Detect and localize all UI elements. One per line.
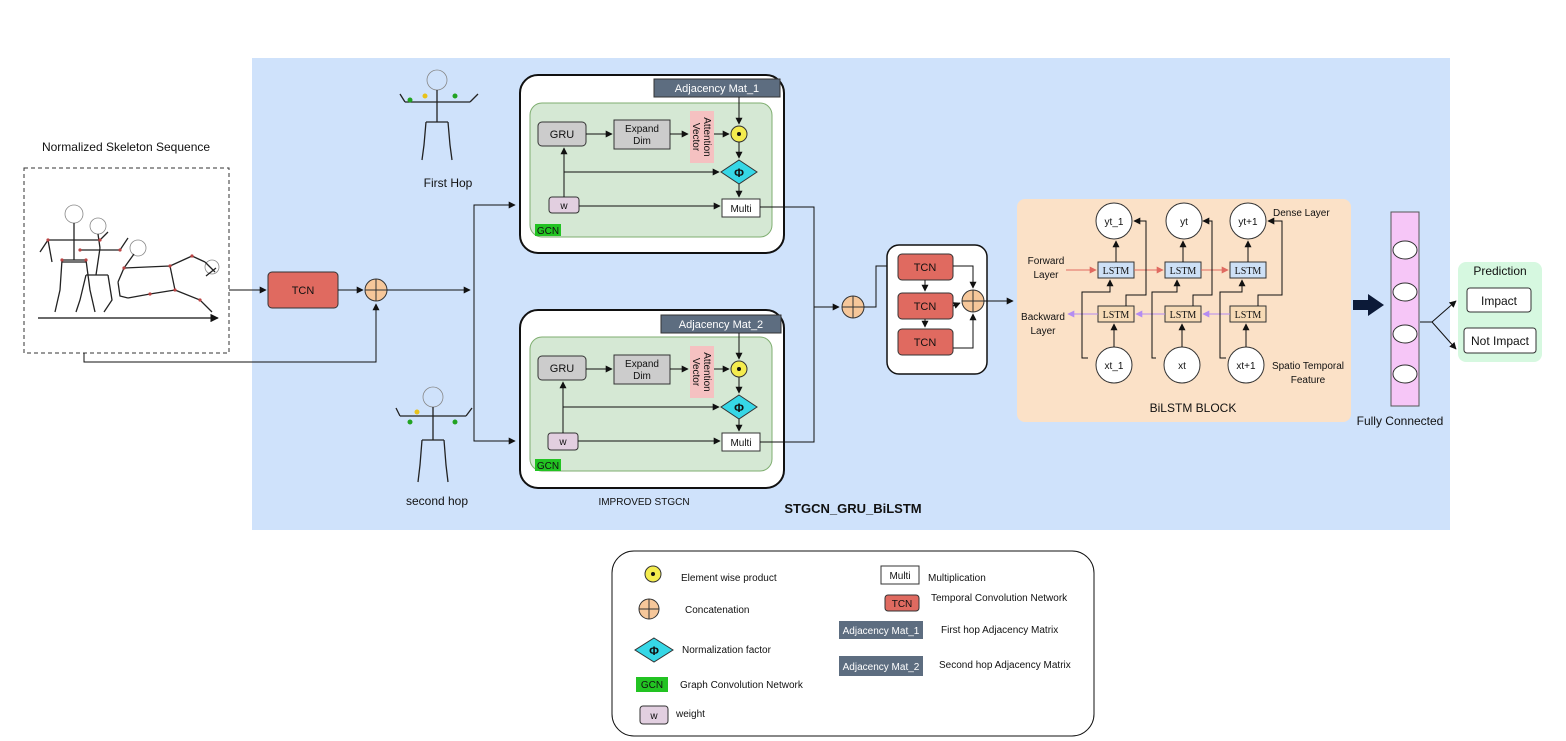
dense-layer-label: Dense Layer [1273, 208, 1330, 219]
tcn-block-input-label: TCN [292, 285, 315, 297]
attention-vector-1-line2: Vector [690, 123, 701, 152]
legend-weight-label: weight [675, 709, 705, 720]
model-name: STGCN_GRU_BiLSTM [784, 501, 921, 516]
expand-dim-2-line1: Expand [625, 359, 659, 370]
input-xt-plus-1: xt+1 [1236, 361, 1256, 372]
multi-1 [721, 198, 761, 218]
legend-tcn-badge [884, 594, 920, 612]
attention-vector-2-line1: Attention [701, 352, 712, 391]
legend-tcn-badge-label: TCN [892, 599, 913, 610]
spatio-temporal-line1: Spatio Temporal [1272, 361, 1344, 372]
first-hop-label: First Hop [424, 176, 473, 190]
forward-layer-line2: Layer [1033, 270, 1059, 281]
fc-neurons [1392, 240, 1418, 384]
gru-block-2-label: GRU [550, 363, 575, 375]
lstm-forward-3-label: LSTM [1235, 266, 1262, 277]
prediction-not-impact-label: Not Impact [1471, 334, 1530, 348]
second-hop-skeleton [395, 386, 473, 483]
skeleton-sequence-box [23, 167, 230, 354]
gcn-badge-2 [535, 459, 561, 471]
expand-dim-1-line2: Dim [633, 136, 651, 147]
gru-block-1-label: GRU [550, 129, 575, 141]
forward-layer-line1: Forward [1028, 256, 1065, 267]
tcn-stack-2-label: TCN [914, 301, 937, 313]
adjacency-mat-1 [653, 78, 781, 98]
thick-arrow-icon [1353, 294, 1384, 316]
legend-gcn-label: Graph Convolution Network [680, 680, 804, 691]
lstm-backward-1-label: LSTM [1103, 310, 1130, 321]
lstm-forward-2-label: LSTM [1170, 266, 1197, 277]
legend-gcn-badge [636, 677, 668, 692]
tcn-stack-3-label: TCN [914, 337, 937, 349]
lstm-backward-3-label: LSTM [1235, 310, 1262, 321]
legend-adj2-badge [839, 656, 923, 676]
backward-layer-line1: Backward [1021, 312, 1065, 323]
expand-dim-1-line1: Expand [625, 124, 659, 135]
tcn-stack-1-label: TCN [914, 262, 937, 274]
prediction-impact [1466, 287, 1532, 313]
normalization-phi-1-label: Φ [734, 166, 744, 180]
legend-phi-symbol: Φ [649, 644, 659, 658]
expand-dim-2 [613, 354, 671, 385]
bilstm-title: BiLSTM BLOCK [1150, 401, 1237, 415]
output-yt: yt [1180, 217, 1188, 228]
legend-element-wise-label: Element wise product [681, 573, 777, 584]
normalization-phi-2-label: Φ [734, 401, 744, 415]
legend-adj1-badge-label: Adjacency Mat_1 [843, 626, 920, 637]
gcn-badge-1-label: GCN [537, 226, 559, 237]
adjacency-mat-1-label: Adjacency Mat_1 [675, 83, 759, 95]
lstm-forward-1-label: LSTM [1103, 266, 1130, 277]
attention-vector-2-line2: Vector [690, 358, 701, 387]
legend-normalization-label: Normalization factor [682, 645, 772, 656]
input-xt: xt [1178, 361, 1186, 372]
prediction-title: Prediction [1473, 264, 1526, 278]
legend-multi-badge-label: Multi [889, 571, 910, 582]
legend-concat-label: Concatenation [685, 605, 750, 616]
legend-gcn-badge-label: GCN [641, 680, 663, 691]
expand-dim-2-line2: Dim [633, 371, 651, 382]
gru-block-2 [537, 355, 587, 381]
prediction-not-impact [1463, 327, 1537, 354]
multi-1-label: Multi [730, 204, 751, 215]
attention-vector-2 [690, 346, 714, 398]
output-yt-plus-1: yt+1 [1238, 217, 1258, 228]
weight-1-label: w [559, 201, 568, 212]
output-yt-1: yt_1 [1105, 217, 1124, 228]
expand-dim-1 [613, 119, 671, 150]
legend-weight-badge-label: w [649, 711, 658, 722]
fully-connected-label: Fully Connected [1357, 414, 1444, 428]
tcn-stack-3 [897, 328, 954, 356]
adjacency-mat-2 [660, 314, 782, 334]
attention-vector-1-line1: Attention [701, 117, 712, 156]
legend-tcn-label: Temporal Convolution Network [931, 593, 1068, 604]
legend-adj2-label: Second hop Adjacency Matrix [939, 660, 1071, 671]
legend-weight-badge [639, 705, 669, 725]
prediction-impact-label: Impact [1481, 294, 1518, 308]
gcn-badge-1 [535, 224, 561, 236]
legend-multiplication-label: Multiplication [928, 573, 986, 584]
weight-2-label: w [558, 437, 567, 448]
legend-multi-badge [880, 565, 920, 585]
improved-stgcn-label: IMPROVED STGCN [598, 497, 689, 508]
legend-adj1-badge [839, 621, 923, 639]
skeleton-sequence-figure [38, 204, 220, 323]
second-hop-label: second hop [406, 494, 468, 508]
bilstm-outputs [1095, 202, 1267, 240]
backward-layer-line2: Layer [1030, 326, 1056, 337]
input-xt-1: xt_1 [1105, 361, 1124, 372]
multi-2-label: Multi [730, 438, 751, 449]
legend-phi-icon [634, 637, 674, 663]
legend-adj1-label: First hop Adjacency Matrix [941, 625, 1058, 636]
lstm-backward-2-label: LSTM [1170, 310, 1197, 321]
spatio-temporal-line2: Feature [1291, 375, 1326, 386]
input-title: Normalized Skeleton Sequence [42, 140, 210, 154]
gcn-badge-2-label: GCN [537, 461, 559, 472]
legend-box [611, 550, 1095, 737]
legend-adj2-badge-label: Adjacency Mat_2 [843, 662, 920, 673]
first-hop-skeleton [399, 69, 479, 161]
attention-vector-1 [690, 111, 714, 163]
adjacency-mat-2-label: Adjacency Mat_2 [679, 319, 763, 331]
